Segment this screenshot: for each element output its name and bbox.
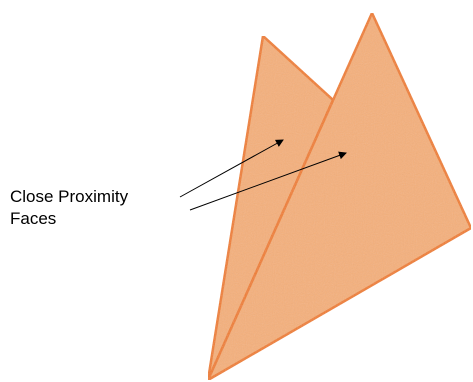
arrow-to-front-face — [189, 151, 347, 211]
arrow-to-back-face — [179, 139, 284, 198]
front-face — [206, 11, 473, 382]
annotation-label-line2: Faces — [10, 209, 57, 228]
annotation-label-line1: Close Proximity — [10, 187, 129, 206]
